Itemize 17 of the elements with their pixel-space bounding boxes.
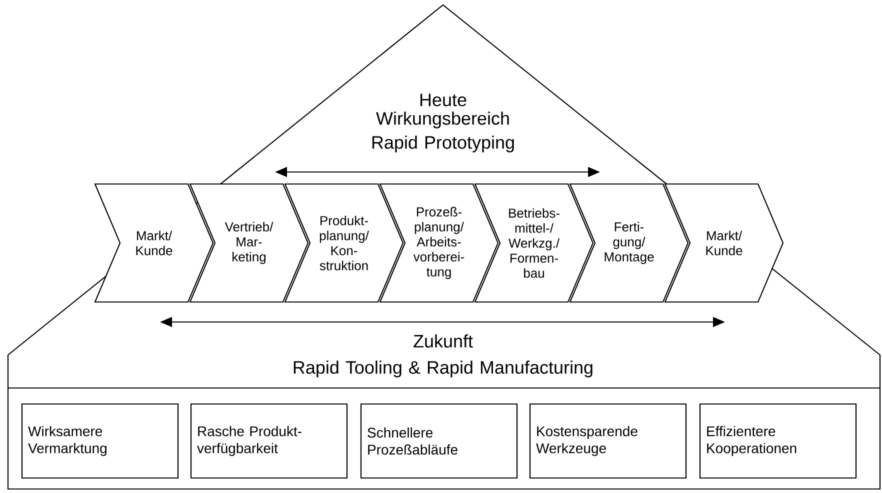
benefit-box: Kostensparende Werkzeuge: [529, 403, 687, 479]
benefit-box: Schnellere Prozeßabläufe: [360, 403, 518, 479]
benefit-box: Wirksamere Vermarktung: [21, 403, 179, 479]
benefit-box: Effizientere Kooperationen: [699, 403, 857, 479]
process-chevron: Markt/ Kunde: [94, 183, 214, 303]
heading-text: Rapid Tooling & Rapid Manufacturing: [294, 360, 592, 378]
process-chevron: Ferti- gung/ Montage: [569, 183, 689, 303]
house-frame: [7, 4, 881, 490]
process-chevron: Vertrieb/ Mar- keting: [189, 183, 309, 303]
heading-text: Heute: [420, 94, 466, 106]
process-chevron: Produkt- planung/ Kon- struktion: [284, 183, 404, 303]
process-chevron: Markt/ Kunde: [664, 183, 784, 303]
benefit-box: Rasche Produkt- verfügbarkeit: [190, 403, 348, 479]
heading-text: Wirkungsbereich Rapid Prototyping: [372, 112, 514, 152]
process-chevron: Betriebs- mittel-/ Werkzg./ Formen- bau: [474, 183, 594, 303]
heading-text: Zukunft: [414, 334, 473, 348]
process-chevron: Prozeß- planung/ Arbeits- vorberei- tung: [379, 183, 499, 303]
